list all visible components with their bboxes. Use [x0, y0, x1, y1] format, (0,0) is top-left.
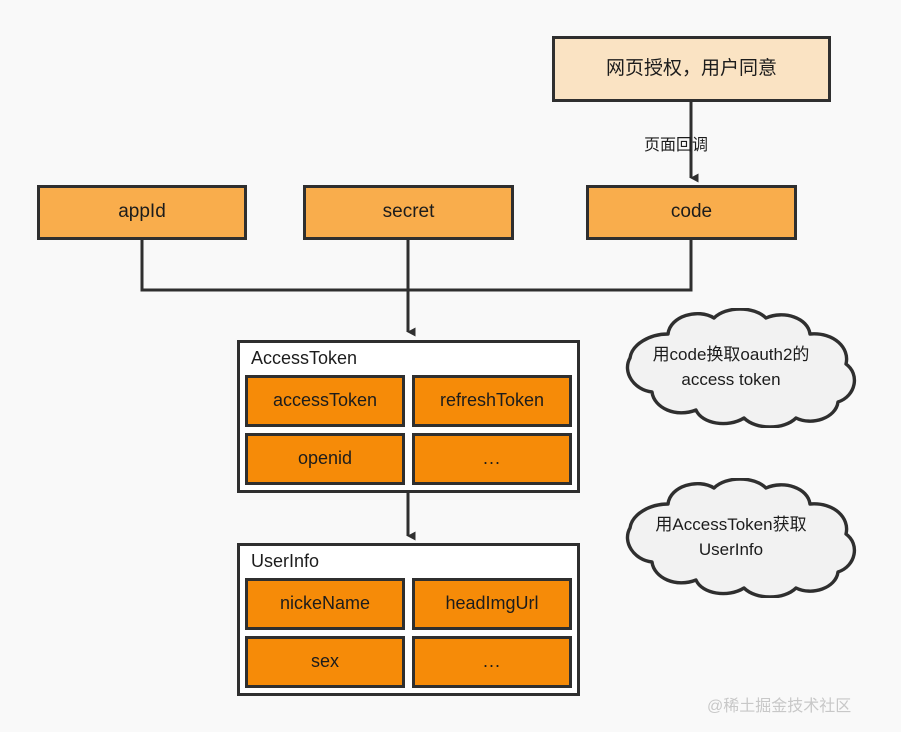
callout-cloud-user-info-text: 用AccessToken获取 UserInfo: [598, 478, 864, 598]
node-secret[interactable]: secret: [303, 185, 514, 240]
node-secret-label: secret: [382, 201, 435, 223]
edge-credentials-to-accesstoken: [140, 240, 693, 337]
callout-line-2: UserInfo: [698, 540, 764, 559]
entity-row: sex ...: [245, 635, 572, 688]
watermark: @稀土掘金技术社区: [707, 698, 852, 715]
node-appid-label: appId: [118, 201, 166, 223]
entity-cell-more[interactable]: ...: [412, 432, 572, 485]
entity-userinfo[interactable]: UserInfo nickeName headImgUrl sex ...: [237, 543, 580, 696]
entity-userinfo-rows: nickeName headImgUrl sex ...: [240, 577, 577, 693]
entity-cell-nickename[interactable]: nickeName: [245, 577, 405, 630]
entity-cell-headimgurl[interactable]: headImgUrl: [412, 577, 572, 630]
entity-row: accessToken refreshToken: [245, 374, 572, 427]
entity-cell-access-token[interactable]: accessToken: [245, 374, 405, 427]
callout-cloud-access-token: 用code换取oauth2的 access token: [598, 308, 864, 428]
entity-cell-sex[interactable]: sex: [245, 635, 405, 688]
node-web-authorization[interactable]: 网页授权，用户同意: [552, 36, 831, 102]
callout-line-2: access token: [681, 370, 781, 389]
entity-cell-refresh-token[interactable]: refreshToken: [412, 374, 572, 427]
entity-userinfo-title: UserInfo: [240, 546, 577, 578]
callout-cloud-access-token-text: 用code换取oauth2的 access token: [598, 308, 864, 428]
edge-label-page-callback: 页面回调: [644, 137, 709, 154]
entity-cell-openid[interactable]: openid: [245, 432, 405, 485]
entity-accesstoken-rows: accessToken refreshToken openid ...: [240, 374, 577, 490]
node-web-authorization-label: 网页授权，用户同意: [605, 57, 777, 79]
entity-accesstoken[interactable]: AccessToken accessToken refreshToken ope…: [237, 340, 580, 493]
node-code-label: code: [670, 201, 713, 223]
callout-cloud-user-info: 用AccessToken获取 UserInfo: [598, 478, 864, 598]
node-appid[interactable]: appId: [37, 185, 247, 240]
cloud-shape-icon: [625, 478, 857, 598]
node-code[interactable]: code: [586, 185, 797, 240]
cloud-shape-icon: [625, 308, 857, 428]
entity-row: nickeName headImgUrl: [245, 577, 572, 630]
callout-line-1: 用code换取oauth2的: [652, 345, 810, 365]
entity-row: openid ...: [245, 432, 572, 485]
callout-line-1: 用AccessToken获取: [655, 515, 807, 535]
entity-accesstoken-title: AccessToken: [240, 343, 577, 375]
entity-cell-more[interactable]: ...: [412, 635, 572, 688]
